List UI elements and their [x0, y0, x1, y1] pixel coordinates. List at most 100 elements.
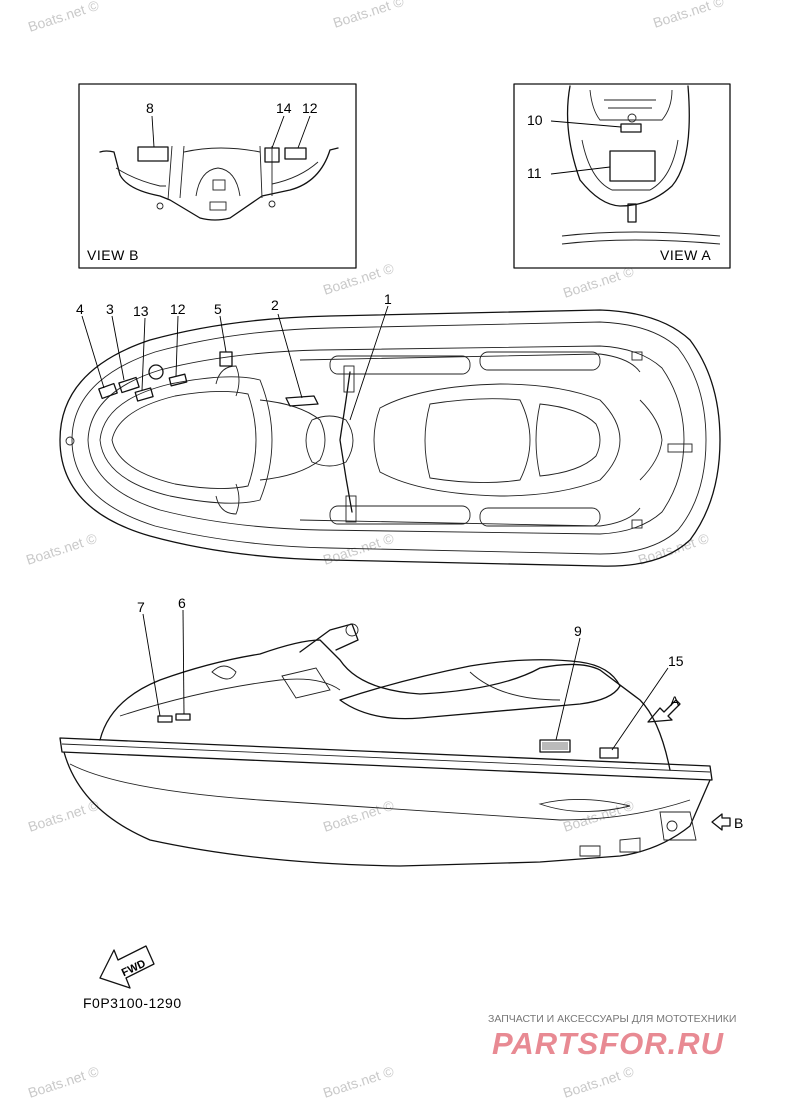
fwd-label: FWD [120, 958, 148, 979]
decal-4 [98, 382, 118, 400]
footwell-pad-right-1 [329, 505, 471, 525]
figure-code: F0P3100-1290 [83, 995, 182, 1011]
leader-1 [349, 305, 389, 421]
seat-front-pad [424, 398, 531, 484]
footwell-pad-right-2 [479, 507, 601, 527]
part-label-15: 15 [668, 653, 684, 669]
part-label-7: 7 [137, 599, 145, 615]
seat-profile [339, 659, 621, 720]
right-fastener [268, 200, 276, 208]
top-view-watercraft: 4 3 13 12 5 2 1 [59, 291, 721, 567]
intake-grate [538, 799, 631, 812]
hood-lines [604, 99, 656, 109]
part-label-9: 9 [574, 623, 582, 639]
watermark: Boats.net © [26, 1063, 101, 1101]
deck-edge [87, 345, 685, 535]
nozzle-ring [666, 820, 678, 832]
watermark: Boats.net © [321, 797, 396, 835]
part-label-12-view-b: 12 [302, 100, 318, 116]
side-mirror [211, 665, 237, 680]
right-mirror [215, 483, 240, 515]
seat-outline [373, 383, 621, 497]
view-b-arrow-label: B [734, 815, 743, 831]
footwell-pad-left-1 [329, 355, 471, 375]
pod-lower-slot [209, 201, 227, 211]
decal-8 [137, 146, 169, 162]
view-a-arrow-label: A [670, 693, 680, 709]
bow-eye [65, 436, 75, 446]
handlebar [339, 371, 353, 513]
view-b-frame [78, 83, 357, 269]
decal-13 [134, 387, 154, 402]
seat-base [581, 139, 679, 191]
decal-12-top [168, 373, 188, 387]
part-label-13: 13 [133, 303, 149, 319]
brand-tagline: ЗАПЧАСТИ И АКСЕССУАРЫ ДЛЯ МОТОТЕХНИКИ [488, 1013, 736, 1025]
view-a-label: VIEW A [660, 247, 711, 263]
decal-6 [175, 713, 191, 721]
part-label-8: 8 [146, 100, 154, 116]
deck-outline [566, 85, 690, 207]
leader-4 [81, 315, 105, 389]
leader-3 [111, 315, 125, 381]
decal-9 [539, 739, 571, 753]
gunwale-rail-line [61, 743, 711, 773]
ride-plates [579, 837, 641, 857]
watermark: Boats.net © [321, 1063, 396, 1101]
decal-12-view-b [284, 147, 307, 160]
right-grip [345, 495, 357, 523]
leader-14 [271, 115, 285, 149]
part-label-2: 2 [271, 297, 279, 313]
watermark: Boats.net © [561, 1063, 636, 1101]
part-label-1: 1 [384, 291, 392, 307]
decal-2 [285, 395, 319, 407]
leader-2 [277, 313, 303, 399]
side-handlebar [299, 623, 359, 653]
handlebar-left-inner [115, 167, 166, 187]
steering-pod [259, 399, 326, 481]
handlebar-right-inner [271, 161, 319, 185]
leader-13 [141, 317, 146, 391]
bow-hood [99, 376, 273, 504]
watermark: Boats.net © [24, 530, 99, 568]
decal-5 [219, 351, 233, 367]
seat-rear-pad [535, 403, 601, 477]
leader-11 [550, 166, 611, 175]
watermark-layer: Boats.net © Boats.net © Boats.net © Boat… [24, 0, 726, 1101]
leader-5 [219, 315, 227, 353]
stern-cleat-right [631, 519, 643, 529]
watermark: Boats.net © [26, 0, 101, 35]
part-label-4: 4 [76, 301, 84, 317]
leader-8 [151, 115, 155, 148]
handlebar-outline [99, 147, 339, 221]
fwd-arrow-icon [99, 945, 155, 989]
left-mirror [215, 365, 240, 397]
side-view-watercraft: 7 6 9 15 A B [59, 595, 743, 867]
handlebar-end [345, 623, 359, 637]
decal-7 [157, 715, 173, 723]
footwell-pad-left-2 [479, 351, 601, 371]
fuel-cap [148, 364, 164, 380]
gunwale-rail [59, 737, 713, 781]
brand-logo-text: PARTSFOR.RU [492, 1026, 725, 1061]
seat-seam [469, 671, 561, 701]
part-label-11: 11 [527, 165, 542, 181]
left-fastener [156, 202, 164, 210]
part-label-10: 10 [527, 112, 543, 128]
footwell-lines [299, 353, 641, 527]
leader-10 [550, 120, 622, 128]
deck-crease [119, 678, 341, 717]
decal-9-fill [542, 742, 568, 750]
left-grip [343, 365, 355, 393]
hood-lid [589, 89, 673, 121]
hull-lines [561, 231, 721, 245]
hull-inner-rail [71, 321, 707, 555]
watermark: Boats.net © [331, 0, 406, 31]
lower-hull-profile [63, 751, 711, 867]
watermark: Boats.net © [26, 797, 101, 835]
bow-hood-inner [111, 390, 257, 490]
leader-15 [611, 667, 669, 751]
watermark: Boats.net © [651, 0, 726, 31]
